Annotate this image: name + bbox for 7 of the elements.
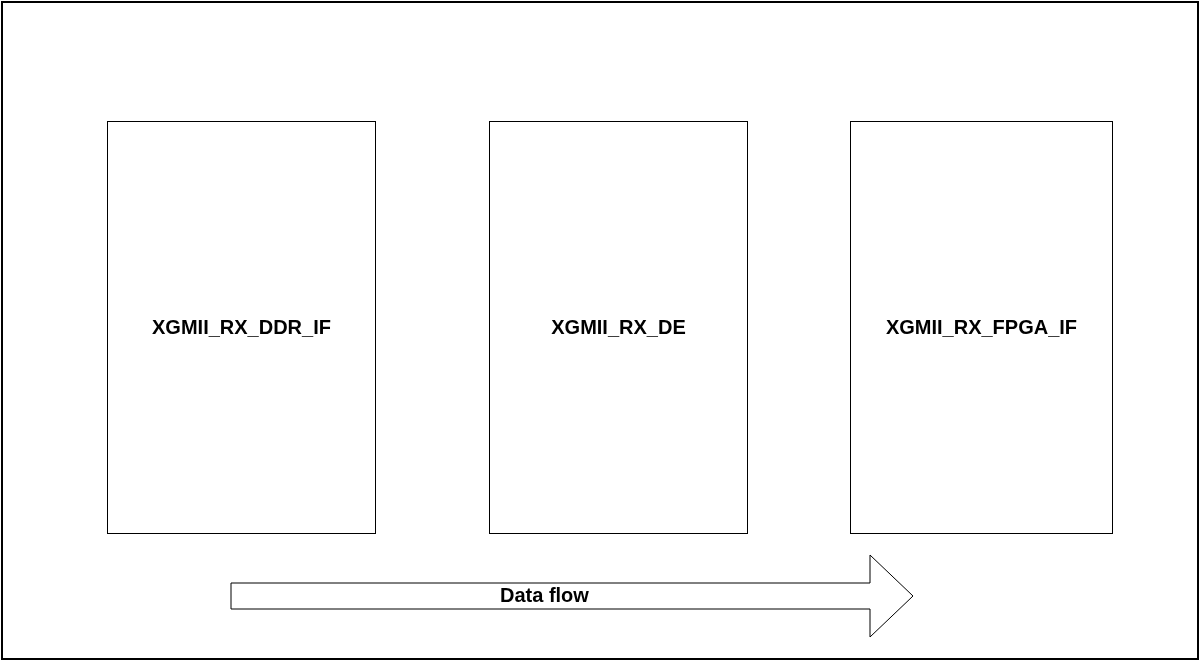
module-name: XGMII_RX_DE — [551, 316, 686, 339]
flow-label: Data flow — [500, 584, 589, 607]
module-name: XGMII_RX_DDR_IF — [152, 316, 331, 339]
module-box — [850, 121, 1113, 534]
module-box — [107, 121, 376, 534]
module-box — [489, 121, 748, 534]
module-name: XGMII_RX_FPGA_IF — [885, 316, 1078, 339]
